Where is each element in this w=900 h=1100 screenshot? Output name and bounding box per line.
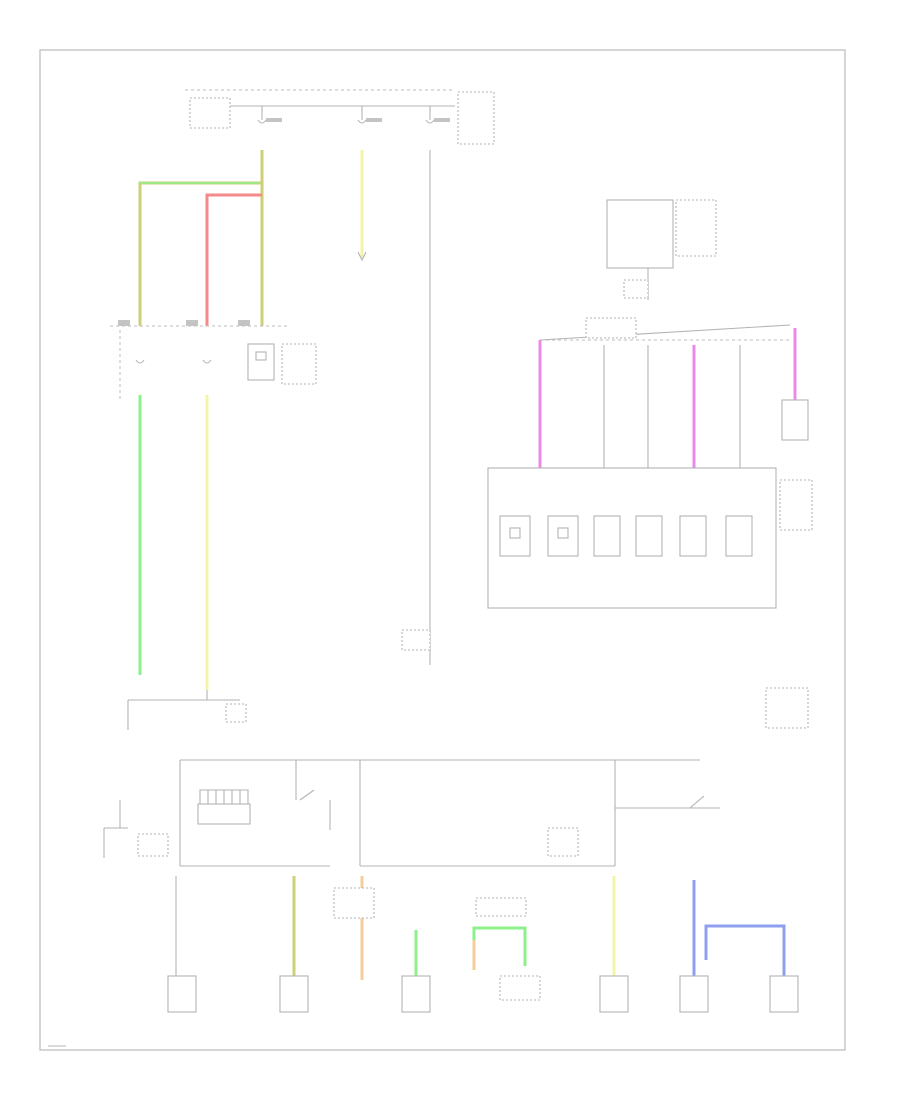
relay-small-top bbox=[247, 343, 317, 385]
fuse-panel-right bbox=[539, 317, 791, 341]
switch-middle-bottom bbox=[299, 789, 579, 857]
ground-splice bbox=[127, 690, 247, 730]
diagram-border bbox=[39, 49, 846, 1051]
wire-olive-left bbox=[138, 181, 262, 326]
ground-right bbox=[401, 629, 809, 729]
wire-blue-2 bbox=[704, 924, 786, 976]
fuse-block-top bbox=[257, 118, 450, 124]
switch-left-bottom bbox=[103, 800, 169, 858]
bottom-power-bus bbox=[179, 759, 720, 867]
connector-arrow bbox=[357, 251, 367, 262]
wire-green-loop bbox=[472, 926, 527, 970]
junction-block-left bbox=[110, 320, 290, 400]
connector-right-top bbox=[781, 399, 809, 441]
relay-box-right bbox=[487, 467, 813, 609]
module-box-right bbox=[606, 199, 717, 300]
top-power-bus bbox=[185, 89, 495, 145]
wire-red bbox=[205, 193, 262, 326]
bottom-connectors bbox=[167, 887, 799, 1013]
relay-coil-bottom bbox=[197, 789, 251, 825]
